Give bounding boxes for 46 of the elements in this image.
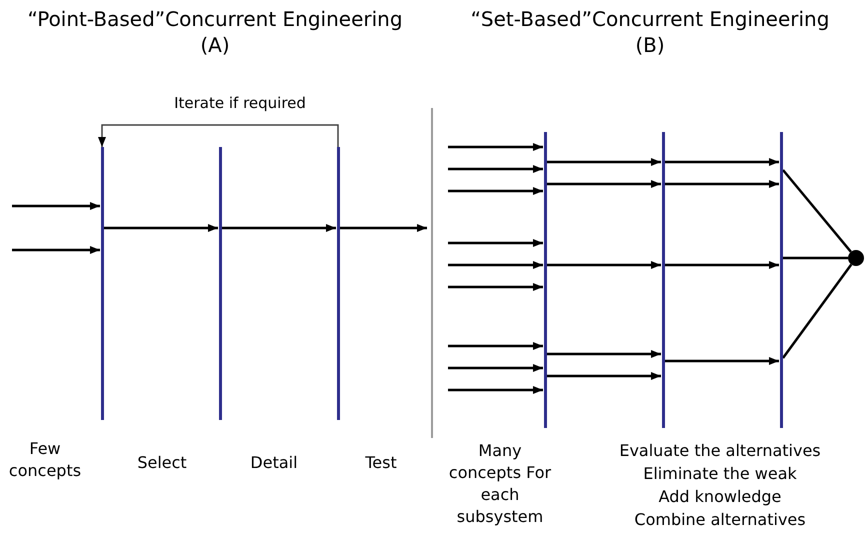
stage-bar: [544, 132, 546, 428]
converging-line: [783, 256, 848, 260]
section-title: (A): [199, 32, 231, 58]
arrow: [12, 202, 100, 210]
arrow: [448, 386, 543, 394]
stage-label: Eliminate the weak: [642, 463, 798, 485]
arrow: [448, 364, 543, 372]
section-title: (B): [634, 32, 666, 58]
arrow: [12, 246, 100, 254]
arrow: [547, 350, 661, 358]
arrow: [665, 180, 779, 188]
stage-label: Combine alternatives: [633, 509, 807, 531]
stage-bar: [100, 147, 104, 420]
arrow: [665, 357, 779, 365]
arrow: [448, 143, 543, 151]
stage-label: Select: [136, 452, 188, 474]
stage-label: Evaluate the alternatives: [618, 440, 822, 462]
arrow: [448, 261, 543, 269]
arrow: [104, 224, 218, 232]
arrow: [665, 261, 779, 269]
converging-line: [782, 264, 852, 359]
stage-label: Detail: [249, 452, 299, 474]
arrow: [547, 180, 661, 188]
stage-bar: [336, 147, 340, 420]
arrow: [340, 224, 427, 232]
arrow: [222, 224, 336, 232]
feedback-arrow: [98, 124, 339, 147]
stage-label: Add knowledge: [658, 486, 782, 508]
stage-bar: [780, 132, 782, 428]
stage-bar: [662, 132, 664, 428]
arrow: [448, 165, 543, 173]
stage-label: Test: [364, 452, 398, 474]
arrow: [665, 158, 779, 166]
arrow: [448, 342, 543, 350]
arrow: [547, 158, 661, 166]
arrow: [448, 283, 543, 291]
stage-bar: [218, 147, 222, 420]
converging-line: [782, 169, 852, 253]
arrow: [547, 261, 661, 269]
arrow: [448, 239, 543, 247]
arrow: [547, 372, 661, 380]
stage-label: Few concepts: [8, 438, 82, 482]
stage-label: Many concepts For each subsystem: [448, 440, 552, 528]
section-title: “Set-Based”Concurrent Engineering: [470, 6, 830, 32]
section-title: “Point-Based”Concurrent Engineering: [26, 6, 404, 32]
arrow: [448, 187, 543, 195]
